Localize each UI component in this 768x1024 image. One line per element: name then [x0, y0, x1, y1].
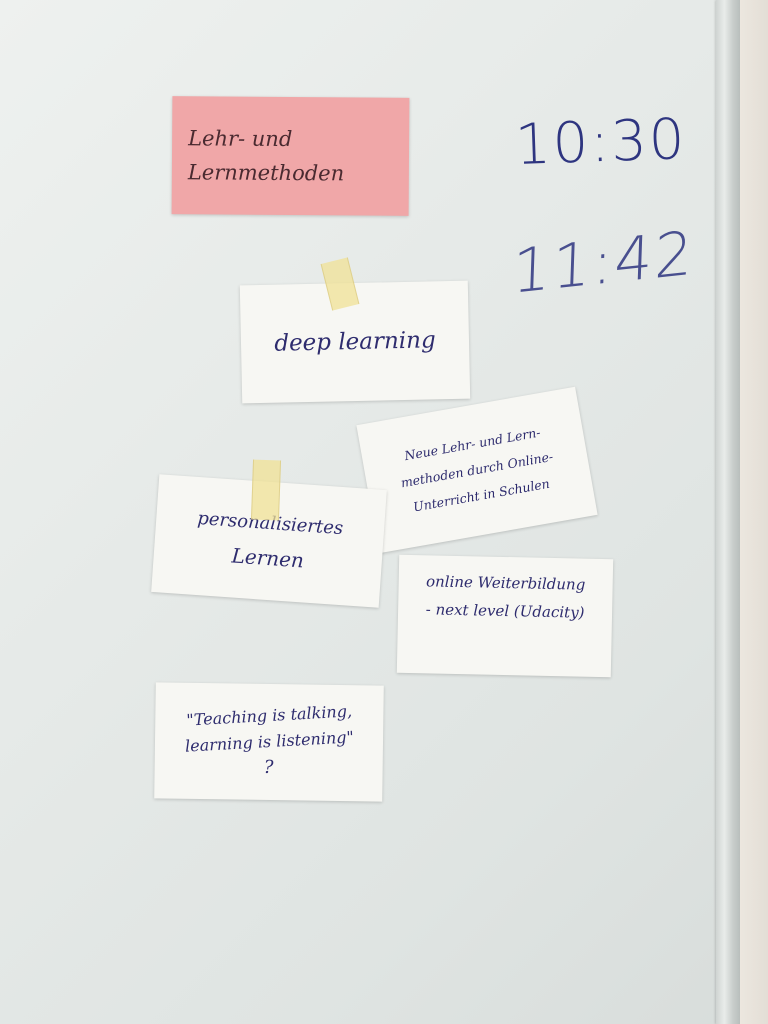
whiteboard-frame [716, 0, 740, 1024]
tape-strip [250, 459, 282, 521]
title-card-line-2: Lernmethoden [187, 160, 345, 186]
online-weiterbildung-card-line-1: online Weiterbildung [425, 572, 586, 594]
title-card-line-1: Lehr- und [188, 126, 293, 152]
quote-card: "Teaching is talking, learning is listen… [154, 682, 384, 802]
wall [740, 0, 768, 1024]
online-weiterbildung-card: online Weiterbildung - next level (Udaci… [396, 554, 614, 678]
quote-card-line-3: ? [263, 756, 274, 779]
deep-learning-card-line-1: deep learning [274, 327, 436, 357]
online-weiterbildung-card-line-2: - next level (Udacity) [425, 600, 585, 622]
personalisiertes-lernen-card-line-2: Lernen [230, 543, 305, 573]
handwritten-time-1: 10:30 [513, 107, 688, 178]
title-card: Lehr- und Lernmethoden [171, 96, 410, 216]
